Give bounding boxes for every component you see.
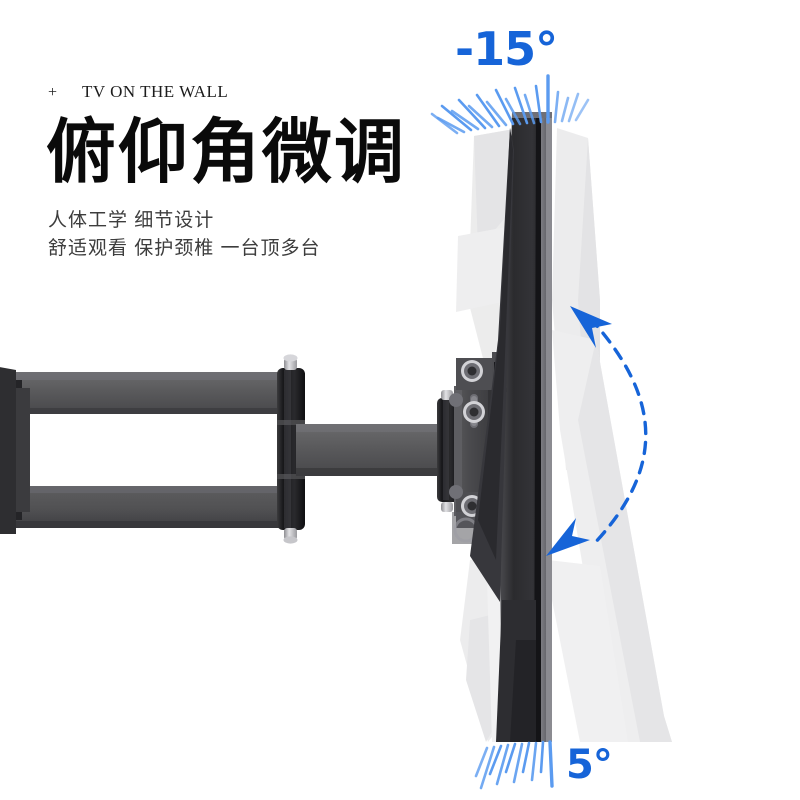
protractor-bottom <box>474 740 554 790</box>
bracket-hinge-bolt-bottom <box>441 502 453 512</box>
ghost-neutral-shape <box>548 560 628 742</box>
bracket-bolt-upper <box>461 360 483 382</box>
ghost-tilt-down-shape <box>552 330 672 742</box>
subtitle-line-1: 人体工学 细节设计 <box>48 210 215 231</box>
tilt-up-angle-label: -15° <box>455 22 558 76</box>
parallel-arm <box>0 367 286 534</box>
hinge-bolt-bottom <box>283 528 298 544</box>
single-arm <box>296 424 444 476</box>
tilt-arc-arrow <box>546 306 648 556</box>
tv-panel <box>470 112 552 742</box>
eyebrow-tagline: + TV ON THE WALL <box>48 82 228 102</box>
subtitle-line-2: 舒适观看 保护颈椎 一台顶多台 <box>48 238 321 259</box>
page-title: 俯仰角微调 <box>46 115 406 192</box>
hinge-bolt-top <box>283 354 298 370</box>
tilt-down-angle-label: 5° <box>566 742 613 788</box>
protractor-top <box>430 74 590 135</box>
hinge-barrel <box>277 354 305 544</box>
eyebrow-text: TV ON THE WALL <box>82 82 229 101</box>
plus-icon: + <box>48 84 58 101</box>
ghost-left-mid <box>456 226 512 312</box>
bracket-hinge <box>437 390 459 512</box>
bracket-bolt-mid <box>463 401 485 423</box>
